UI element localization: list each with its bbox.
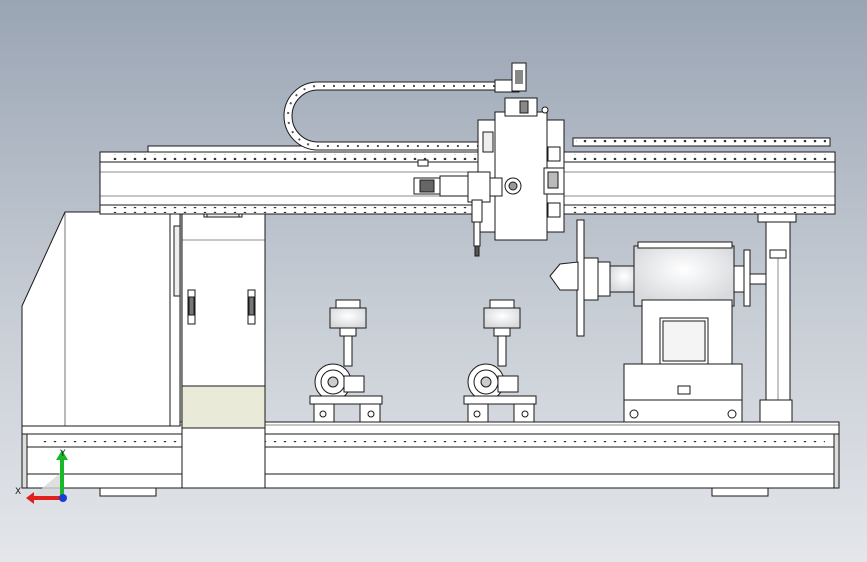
tailstock-column	[757, 213, 797, 423]
control-cabinet	[21, 211, 181, 427]
x-axis-label: X	[15, 487, 21, 497]
roller-support-left	[309, 299, 383, 423]
base-frame	[21, 421, 840, 497]
z-axis-origin	[59, 494, 67, 502]
roller-support-right	[463, 299, 537, 423]
cable-drag-chain	[283, 62, 831, 151]
y-axis-label: Y	[59, 449, 66, 459]
headstock-positioner	[549, 219, 767, 423]
axis-plane-indicator	[28, 470, 64, 500]
axis-triad: Y X	[15, 449, 68, 504]
welding-carriage	[413, 97, 565, 257]
control-panel-door	[181, 172, 266, 489]
